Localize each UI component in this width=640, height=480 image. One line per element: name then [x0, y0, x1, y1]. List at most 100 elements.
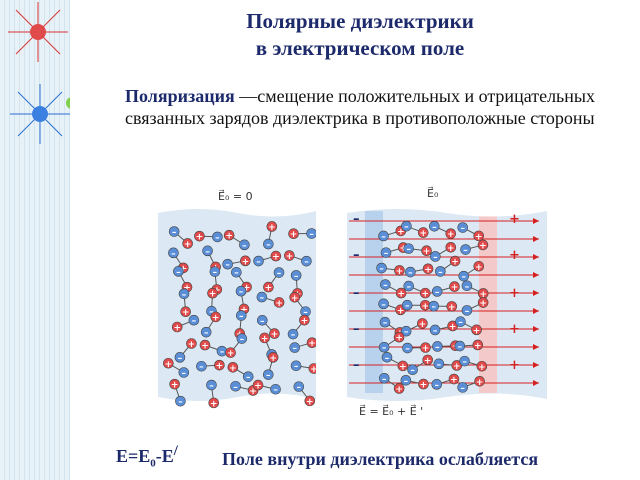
decorative-sidebar — [0, 0, 70, 480]
minus-charge — [256, 291, 268, 303]
plus-sign: + — [451, 258, 459, 268]
plus-sign: + — [301, 317, 309, 327]
plus-charge — [448, 373, 460, 385]
minus-charge — [460, 244, 471, 255]
plus-sign: + — [188, 340, 196, 350]
plus-charge — [306, 337, 316, 348]
minus-charge — [455, 316, 466, 327]
plus-sign: + — [225, 232, 233, 242]
plus-charge — [270, 250, 282, 262]
minus-sign: – — [176, 268, 181, 278]
minus-charge — [429, 220, 440, 232]
dipole: –+ — [400, 375, 429, 391]
plus-charge — [422, 354, 433, 366]
dipole: –+ — [401, 299, 431, 312]
plus-charge — [182, 238, 193, 249]
field-arrowhead — [533, 326, 539, 332]
minus-sign: – — [432, 223, 437, 233]
minus-sign: – — [178, 354, 183, 364]
minus-charge — [376, 262, 387, 274]
dipole: –+ — [400, 318, 428, 338]
minus-charge — [287, 328, 299, 340]
plus-charge — [223, 229, 235, 241]
plus-sign: + — [475, 263, 483, 273]
plus-charge — [163, 357, 174, 369]
plus-charge — [445, 241, 457, 253]
plus-sign: + — [227, 349, 235, 359]
minus-sign: – — [178, 398, 183, 408]
minus-sign: – — [406, 283, 411, 293]
minus-sign: – — [297, 383, 302, 393]
plus-charge — [420, 342, 431, 353]
field-arrowhead — [533, 254, 539, 260]
plus-charge — [473, 260, 485, 272]
plus-charge — [225, 347, 236, 358]
dipole: –+ — [401, 220, 429, 239]
minus-charge — [378, 230, 389, 242]
dipole: –+ — [252, 379, 281, 396]
zero-field-label: E⃗₀ = 0 — [218, 189, 253, 203]
dipole: –+ — [173, 266, 193, 294]
plus-charge — [289, 291, 300, 303]
minus-sign: – — [246, 373, 251, 383]
aligned-dipoles-group: –+–+–+–+–+–+–+–+–+–+–+–+–+–+–+–+–+–+–+–+… — [376, 220, 489, 395]
plus-sign: + — [243, 284, 251, 294]
minus-charge — [242, 371, 254, 382]
plus-sign: + — [275, 299, 283, 309]
plus-charge — [266, 221, 278, 232]
plus-sign: + — [196, 233, 204, 243]
plus-sign: + — [424, 265, 432, 275]
minus-sign: – — [213, 268, 218, 278]
dipole: –+ — [431, 373, 460, 391]
minus-charge — [401, 220, 412, 232]
minus-charge — [212, 231, 223, 243]
minus-sign: – — [460, 384, 465, 394]
resulting-field-label: E⃗ = E⃗₀ + E⃗ ' — [359, 404, 423, 418]
plus-sign: + — [242, 257, 250, 267]
minus-sign: – — [199, 363, 204, 373]
plus-sign: + — [184, 240, 192, 250]
minus-charge — [378, 341, 390, 353]
plus-charge — [474, 375, 485, 387]
plus-charge — [194, 230, 205, 242]
minus-charge — [174, 352, 186, 363]
dipole: –+ — [402, 342, 431, 355]
minus-sign: – — [382, 375, 387, 385]
formula-minus-e: -E — [155, 446, 174, 466]
plus-charge — [394, 265, 405, 276]
dipole: –+ — [199, 339, 228, 358]
plus-sign: + — [424, 356, 432, 366]
minus-sign: – — [461, 273, 466, 283]
plus-sign: + — [272, 253, 280, 263]
minus-sign: – — [381, 300, 386, 310]
dipole: –+ — [376, 262, 405, 277]
minus-charge — [403, 243, 414, 254]
plus-sign: + — [447, 230, 455, 240]
dipole: –+ — [429, 220, 457, 240]
dipole: –+ — [455, 316, 482, 336]
minus-charge — [381, 351, 393, 363]
minus-sign: – — [273, 386, 278, 396]
minus-sign: – — [465, 307, 470, 317]
dipole: –+ — [459, 355, 488, 373]
plus-sign: + — [479, 290, 487, 300]
dipole: –+ — [256, 291, 285, 309]
minus-charge — [206, 379, 217, 391]
minus-sign: – — [405, 302, 410, 312]
title-line-2: в электрическом поле — [255, 36, 465, 60]
plus-sign: + — [395, 385, 403, 395]
definition-term: Поляризация — [125, 86, 235, 106]
negative-charge-icon — [32, 106, 48, 122]
plus-sign: + — [308, 339, 316, 349]
minus-sign: – — [242, 241, 247, 251]
minus-charge — [379, 372, 390, 384]
green-dot-icon — [66, 97, 70, 109]
surface-plus: + — [509, 322, 520, 337]
dipole: –+ — [253, 250, 282, 268]
minus-charge — [461, 305, 473, 316]
plus-sign: + — [183, 284, 191, 294]
minus-sign: – — [225, 261, 230, 271]
surface-charges-group: –+–+–+–+–+ — [353, 212, 520, 373]
minus-charge — [209, 266, 221, 277]
minus-sign: – — [292, 344, 297, 354]
